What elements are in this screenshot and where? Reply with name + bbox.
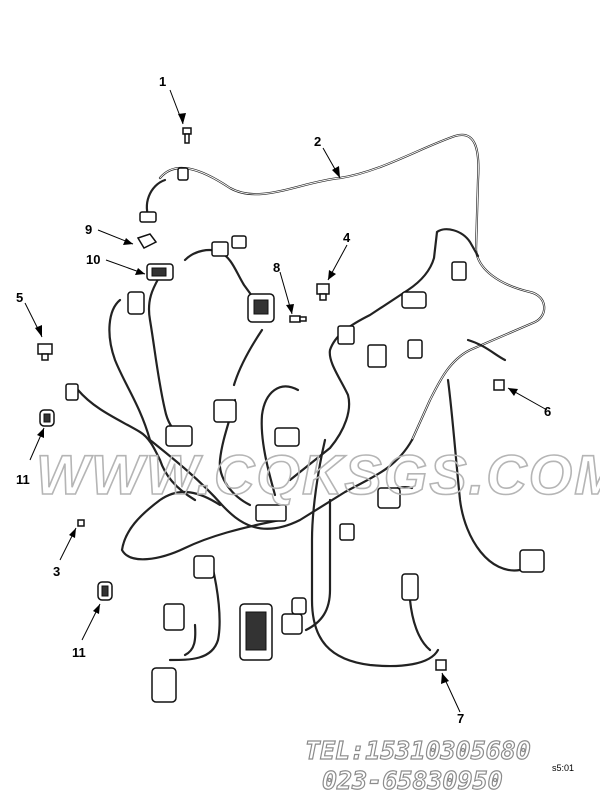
- right-mid-connector: [401, 291, 427, 309]
- center-mid-connector: [165, 425, 193, 447]
- part-8-screw: [289, 315, 307, 323]
- sensor-connector-2: [231, 235, 247, 249]
- left-top-connector: [127, 291, 145, 315]
- sensor-branch-wire: [183, 249, 254, 298]
- watermark-phone: 023-65830950: [322, 766, 503, 795]
- callout-3: 3: [53, 564, 60, 579]
- bracket: [407, 339, 423, 359]
- callout-6: 6: [544, 404, 551, 419]
- mid-arc-wire-3: [232, 328, 264, 387]
- connectors: [37, 127, 545, 703]
- callout-9: 9: [85, 222, 92, 237]
- leader-lines: [24, 89, 548, 713]
- right-branch-wire: [288, 228, 480, 482]
- left-upper-wire: [108, 298, 152, 442]
- callout-8: 8: [273, 260, 280, 275]
- part-11-lower-ring: [97, 581, 113, 601]
- callout-4: 4: [343, 230, 351, 245]
- sensor-connector: [211, 241, 229, 257]
- callout-5: 5: [16, 290, 23, 305]
- callout-2: 2: [314, 134, 321, 149]
- left-loop-wire: [76, 388, 197, 502]
- part-4-bolt: [316, 283, 330, 301]
- figure-id: s5:01: [552, 763, 574, 773]
- lower-center-plug: [193, 555, 215, 579]
- callout-labels: 1 2 4 9 10 8 5 6 11 3 11 7: [16, 74, 551, 726]
- center-right-connector-2: [367, 344, 387, 368]
- callout-11-upper: 11: [16, 472, 30, 487]
- watermark-tel: TEL:15310305680: [305, 736, 531, 765]
- callout-1: 1: [159, 74, 166, 89]
- lower-right-connector: [401, 573, 419, 601]
- part-11-upper-ring: [39, 409, 55, 427]
- callout-10: 10: [86, 252, 100, 267]
- far-right-connector: [519, 549, 545, 573]
- large-ecm-connector: [239, 597, 307, 661]
- part-10-connector: [146, 263, 174, 281]
- part-7-nut: [435, 659, 447, 671]
- bottom-left-connector: [151, 667, 177, 703]
- lower-right-wire: [408, 598, 432, 652]
- lower-left-connector: [163, 603, 185, 631]
- callout-11-lower: 11: [72, 645, 86, 660]
- right-harness-connector: [377, 487, 401, 509]
- loop-connector: [139, 211, 157, 223]
- cross-harness-wire-lower: [120, 490, 282, 561]
- left-mid-wire: [147, 263, 182, 438]
- center-mid-connector-2: [274, 427, 300, 447]
- center-right-connector: [337, 325, 355, 345]
- center-bottom-connector: [255, 504, 287, 522]
- top-connector: [177, 167, 189, 181]
- right-top-connector: [451, 261, 467, 281]
- watermark-url: WWW.CQKSGS.COM: [36, 443, 600, 506]
- part-6-bolt: [493, 379, 505, 391]
- lower-left-wire: [168, 563, 221, 662]
- left-small-connector: [65, 383, 79, 401]
- mid-arc-wire-2: [260, 385, 300, 497]
- part-9-clip: [136, 233, 158, 249]
- small-mid-connector: [339, 523, 355, 541]
- lower-left-wire-2: [183, 623, 197, 657]
- main-sensor-plug: [247, 293, 275, 323]
- center-spine-wire-2: [304, 498, 332, 632]
- part-5-bolt: [37, 343, 53, 361]
- part-1-bolt: [182, 127, 192, 144]
- center-spine-wire: [310, 438, 440, 668]
- cross-harness-wire: [148, 438, 414, 530]
- callout-7: 7: [457, 711, 464, 726]
- right-side-branch: [466, 338, 507, 362]
- part-3-nut: [77, 519, 85, 527]
- center-connector: [213, 399, 237, 423]
